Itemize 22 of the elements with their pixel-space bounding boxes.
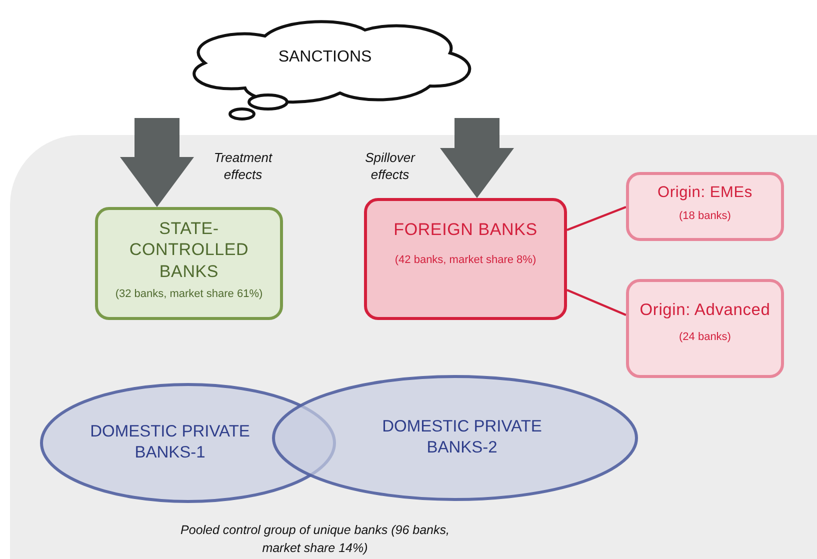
connector-line <box>566 206 626 232</box>
cloud-label: SANCTIONS <box>278 48 372 68</box>
box-title: STATE-CONTROLLED BANKS <box>128 218 250 282</box>
ellipse-label: DOMESTIC PRIVATE BANKS-1 <box>89 422 251 464</box>
edge-label: Spillover effects <box>364 150 416 184</box>
bank-box <box>626 172 784 241</box>
box-title: FOREIGN BANKS <box>394 219 538 240</box>
bank-box <box>364 198 567 320</box>
connector-line <box>566 288 626 316</box>
block-arrow <box>120 118 194 207</box>
bank-box <box>626 279 784 378</box>
box-title: Origin: EMEs <box>658 183 752 202</box>
ellipse-label: DOMESTIC PRIVATE BANKS-2 <box>381 416 543 459</box>
box-title: Origin: Advanced <box>640 300 770 321</box>
box-detail: (24 banks) <box>679 330 731 343</box>
caption-note: Pooled control group of unique banks (96 banks, market share 14%) <box>180 522 450 558</box>
box-detail: (18 banks) <box>679 210 731 222</box>
box-detail: (32 banks, market share 61%) <box>115 288 263 300</box>
edge-label: Treatment effects <box>212 150 274 184</box>
block-arrow <box>440 118 514 198</box>
box-detail: (42 banks, market share 8%) <box>394 254 536 266</box>
bank-box <box>95 207 283 320</box>
